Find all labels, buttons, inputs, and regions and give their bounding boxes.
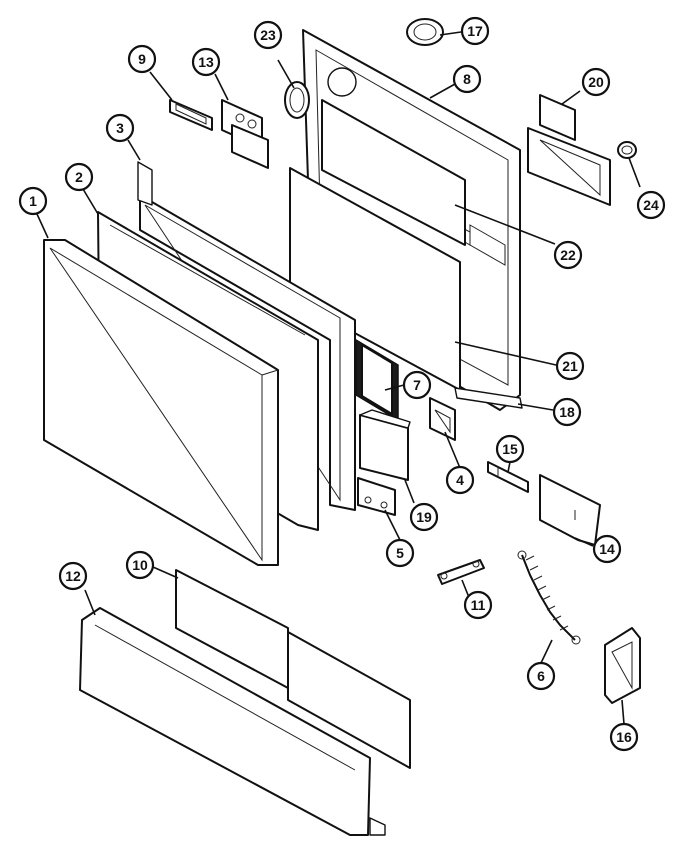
part-gasket-ring — [284, 81, 310, 119]
callout-label: 20 — [588, 74, 604, 90]
callout-label: 8 — [463, 71, 471, 87]
part-bracket-16 — [604, 627, 641, 704]
part-vent-cap — [406, 18, 444, 46]
part-control-board — [355, 338, 399, 422]
callout-label: 1 — [29, 193, 37, 209]
callout-18: 18 — [552, 397, 582, 427]
callout-2: 2 — [64, 162, 94, 192]
callout-label: 24 — [643, 197, 659, 213]
callout-20: 20 — [581, 67, 611, 97]
callout-10: 10 — [125, 550, 155, 580]
callout-7: 7 — [402, 370, 432, 400]
callout-3: 3 — [105, 113, 135, 143]
part-link — [437, 559, 485, 585]
callout-label: 19 — [416, 509, 432, 525]
callout-5: 5 — [385, 538, 415, 568]
callout-12: 12 — [58, 561, 88, 591]
callout-label: 3 — [116, 120, 124, 136]
part-insulation-upper — [321, 99, 466, 246]
callout-23: 23 — [253, 20, 283, 50]
callout-22: 22 — [553, 240, 583, 270]
callout-label: 14 — [599, 541, 615, 557]
callout-label: 16 — [616, 729, 632, 745]
callout-label: 4 — [456, 472, 464, 488]
callout-21: 21 — [555, 351, 585, 381]
callout-label: 23 — [260, 27, 276, 43]
callout-6: 6 — [526, 661, 556, 691]
callout-label: 21 — [562, 358, 578, 374]
callout-label: 2 — [75, 169, 83, 185]
callout-label: 17 — [467, 23, 483, 39]
callout-9: 9 — [127, 44, 157, 74]
callout-24: 24 — [636, 190, 666, 220]
callout-label: 15 — [502, 441, 518, 457]
part-door-seal — [454, 387, 523, 409]
callout-label: 13 — [198, 54, 214, 70]
callout-15: 15 — [495, 434, 525, 464]
callout-label: 7 — [413, 377, 421, 393]
callout-label: 18 — [559, 404, 575, 420]
callout-19: 19 — [409, 502, 439, 532]
callout-11: 11 — [463, 590, 493, 620]
callout-1: 1 — [18, 186, 48, 216]
callout-17: 17 — [460, 16, 490, 46]
callout-label: 11 — [471, 597, 486, 613]
part-spring — [517, 550, 581, 645]
part-outer-door-panel — [43, 239, 279, 566]
callout-14: 14 — [592, 534, 622, 564]
part-trim-panels — [175, 569, 411, 769]
callout-label: 22 — [560, 247, 576, 263]
callout-label: 9 — [138, 51, 146, 67]
callout-label: 5 — [396, 545, 404, 561]
part-shield-plate — [539, 474, 601, 546]
callout-4: 4 — [445, 465, 475, 495]
part-control-module — [359, 409, 411, 481]
part-dispenser — [527, 94, 611, 206]
part-bracket-5 — [357, 477, 396, 516]
part-kick-panel — [79, 607, 386, 836]
callout-16: 16 — [609, 722, 639, 752]
callout-label: 12 — [65, 568, 81, 584]
part-handle-insert — [169, 99, 213, 131]
part-latch-assembly — [221, 99, 269, 169]
part-small-cap — [617, 141, 637, 159]
part-bracket-15 — [487, 461, 529, 493]
callout-13: 13 — [191, 47, 221, 77]
callout-label: 6 — [537, 668, 545, 684]
part-latch-clip — [429, 397, 456, 441]
callout-label: 10 — [132, 557, 148, 573]
callout-8: 8 — [452, 64, 482, 94]
